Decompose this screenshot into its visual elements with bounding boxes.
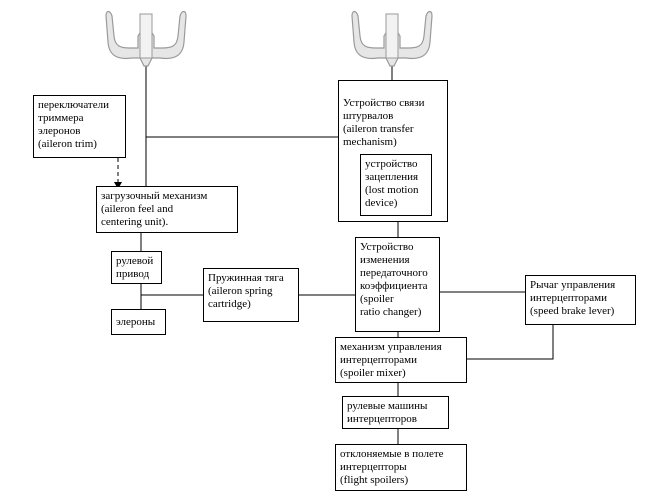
- actuator-box: рулевой привод: [111, 251, 162, 284]
- right-control-wheel-icon: [351, 10, 433, 67]
- spring-cartridge-box: Пружинная тяга (aileron spring cartridge…: [203, 268, 299, 322]
- speed-brake-lever-box: Рычаг управления интерцепторами (speed b…: [525, 275, 636, 325]
- ailerons-box: элероны: [111, 309, 166, 335]
- aileron-transfer-box: Устройство связи штурвалов (aileron tran…: [338, 80, 448, 222]
- aileron-transfer-label: Устройство связи штурвалов (aileron tran…: [343, 97, 425, 148]
- feel-unit-box: загрузочный механизм (aileron feel and c…: [96, 186, 238, 233]
- lost-motion-box: устройство зацепления (lost motion devic…: [360, 154, 432, 216]
- spoiler-mixer-box: механизм управления интерцепторами (spoi…: [335, 337, 467, 383]
- dashed-arrowhead: [114, 182, 122, 189]
- spoiler-actuators-box: рулевые машины интерцепторов: [342, 396, 449, 429]
- ratio-changer-box: Устройство изменения передаточного коэфф…: [355, 237, 440, 332]
- flight-spoilers-box: отклоняемые в полете интерцепторы (fligh…: [335, 444, 467, 491]
- left-control-wheel-icon: [105, 10, 187, 67]
- aileron-trim-box: переключатели триммера элеронов (aileron…: [33, 95, 126, 158]
